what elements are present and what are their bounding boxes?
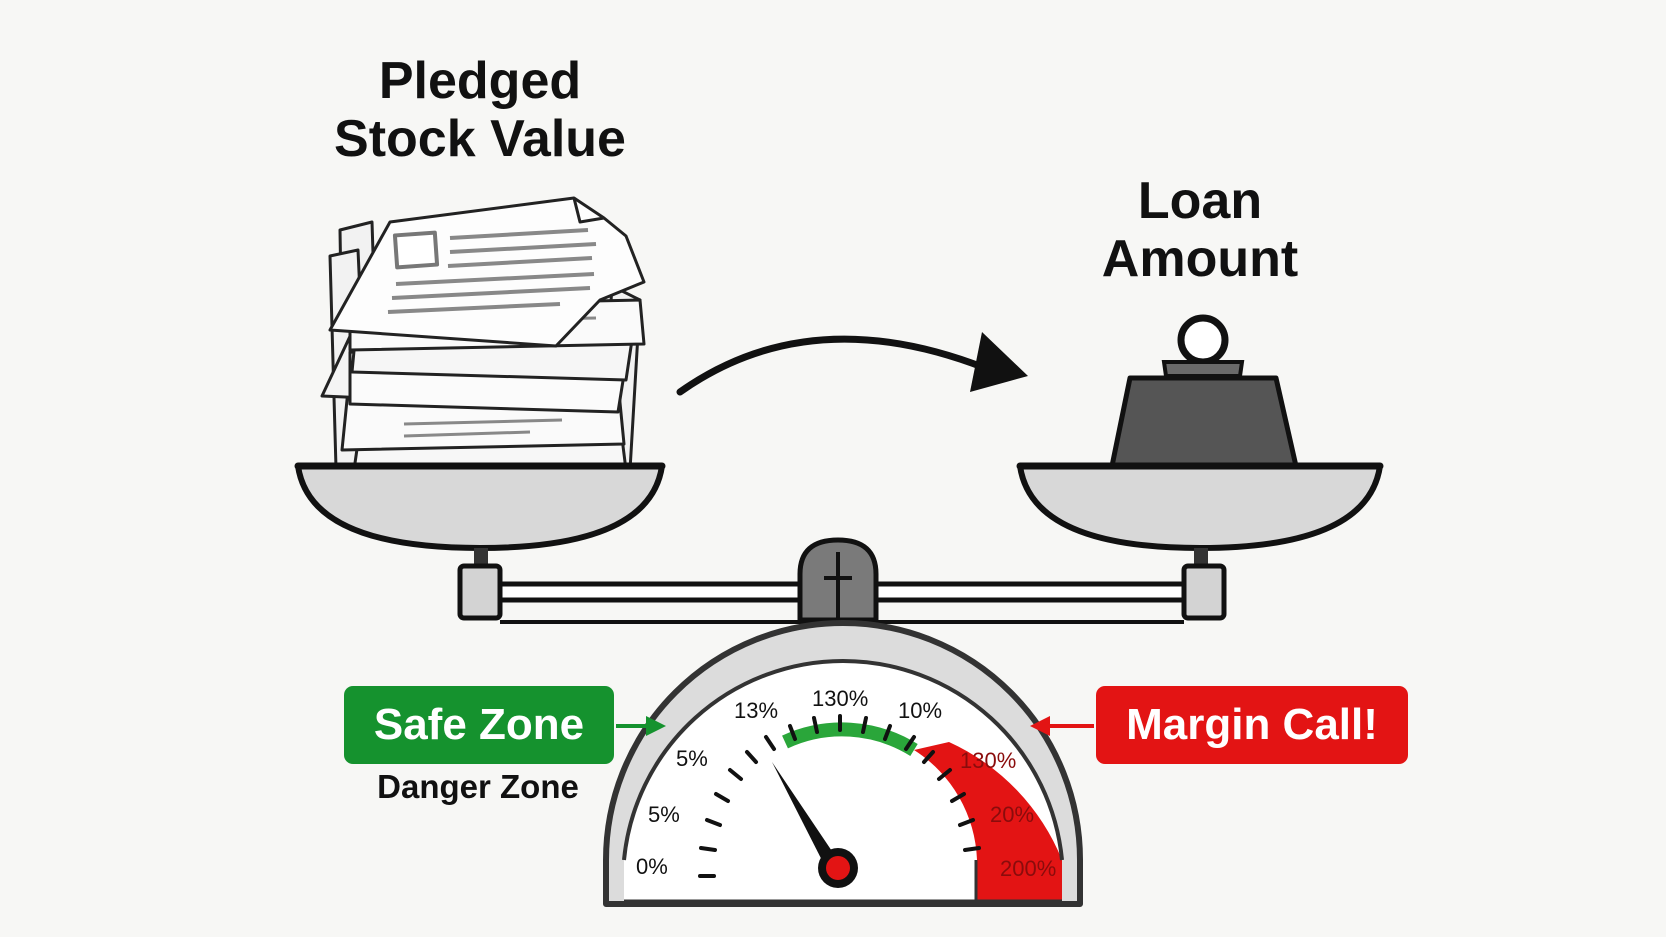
stack-of-paper-documents-icon: [320, 196, 646, 472]
danger-arc: [914, 742, 1062, 900]
safe-zone-badge: Safe Zone: [344, 686, 614, 764]
gauge-tick-label: 5%: [648, 802, 680, 827]
danger-zone-label: Danger Zone: [377, 768, 579, 805]
loan-amount-label-line2: Amount: [1101, 230, 1299, 289]
scale-beam: [457, 537, 1227, 624]
pledged-stock-label-line1: Pledged: [378, 52, 582, 110]
gauge-tick-label: 130%: [960, 748, 1016, 773]
right-pan: [1016, 462, 1384, 570]
left-pan: [294, 462, 666, 570]
gauge: 0% 5% 5% 13% 130% 10% 130% 20% 200%: [603, 620, 1083, 907]
gauge-needle: [772, 762, 846, 880]
loan-amount-label: Loan Amount: [1020, 172, 1380, 288]
pledged-stock-label-line2: Stock Value: [334, 110, 626, 169]
gauge-tick-label: 13%: [734, 698, 778, 723]
gauge-tick-label: 5%: [676, 746, 708, 771]
weight-icon: [1109, 314, 1299, 469]
gauge-tick-label: 0%: [636, 854, 668, 879]
pledged-stock-value-label: Pledged Stock Value: [290, 52, 670, 168]
safe-arc: [782, 722, 918, 756]
margin-call-badge: Margin Call!: [1096, 686, 1408, 764]
margin-call-pointer-arrow: [1030, 716, 1094, 736]
curved-arrow-icon: [676, 332, 1028, 396]
gauge-tick-label: 20%: [990, 802, 1034, 827]
gauge-tick-label: 130%: [812, 686, 868, 711]
gauge-tick-label: 10%: [898, 698, 942, 723]
loan-amount-label-line1: Loan: [1137, 172, 1263, 230]
safe-zone-pointer-arrow: [616, 716, 666, 736]
gauge-tick-label: 200%: [1000, 856, 1056, 881]
